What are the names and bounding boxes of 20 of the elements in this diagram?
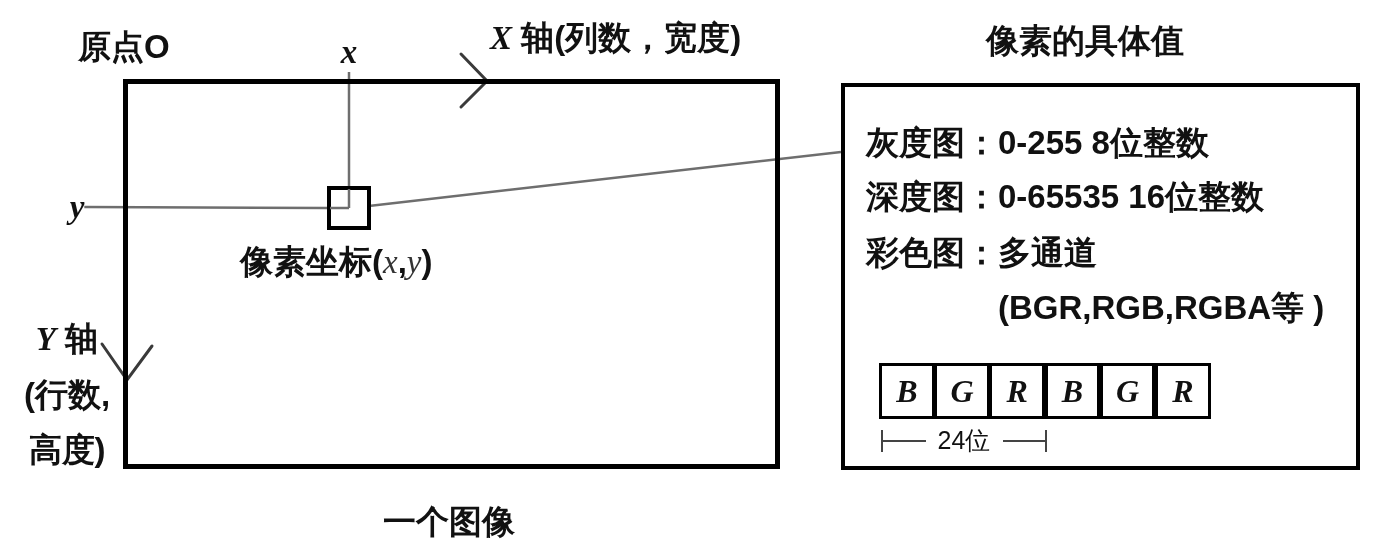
coordinate-caption: 像素坐标(x,y)	[240, 242, 433, 282]
channel-cell: B	[1044, 363, 1101, 419]
leader-line	[347, 72, 351, 186]
variable-label: x	[340, 32, 358, 72]
axis-label: X 轴(列数，宽度)	[490, 18, 742, 58]
channel-cell: R	[989, 363, 1045, 419]
channel-cell: G	[934, 363, 990, 419]
channel-cell: B	[879, 363, 935, 419]
channel-cell: G	[1099, 363, 1156, 419]
leader-line	[84, 205, 327, 210]
info-text: 彩色图：多通道(BGR,RGB,RGBA等 )	[866, 233, 1326, 328]
axis-label: Y 轴(行数,高度)	[22, 319, 112, 470]
leader-line	[370, 150, 842, 208]
info-text: 深度图：0-65535 16位整数	[866, 177, 1264, 217]
channel-cell: R	[1155, 363, 1211, 419]
origin-label: 原点O	[78, 27, 170, 67]
info-text: 灰度图：0-255 8位整数	[866, 123, 1209, 163]
panel-heading: 像素的具体值	[986, 21, 1184, 61]
dimension-label: 24位	[937, 425, 991, 455]
image-caption: 一个图像	[383, 502, 515, 542]
